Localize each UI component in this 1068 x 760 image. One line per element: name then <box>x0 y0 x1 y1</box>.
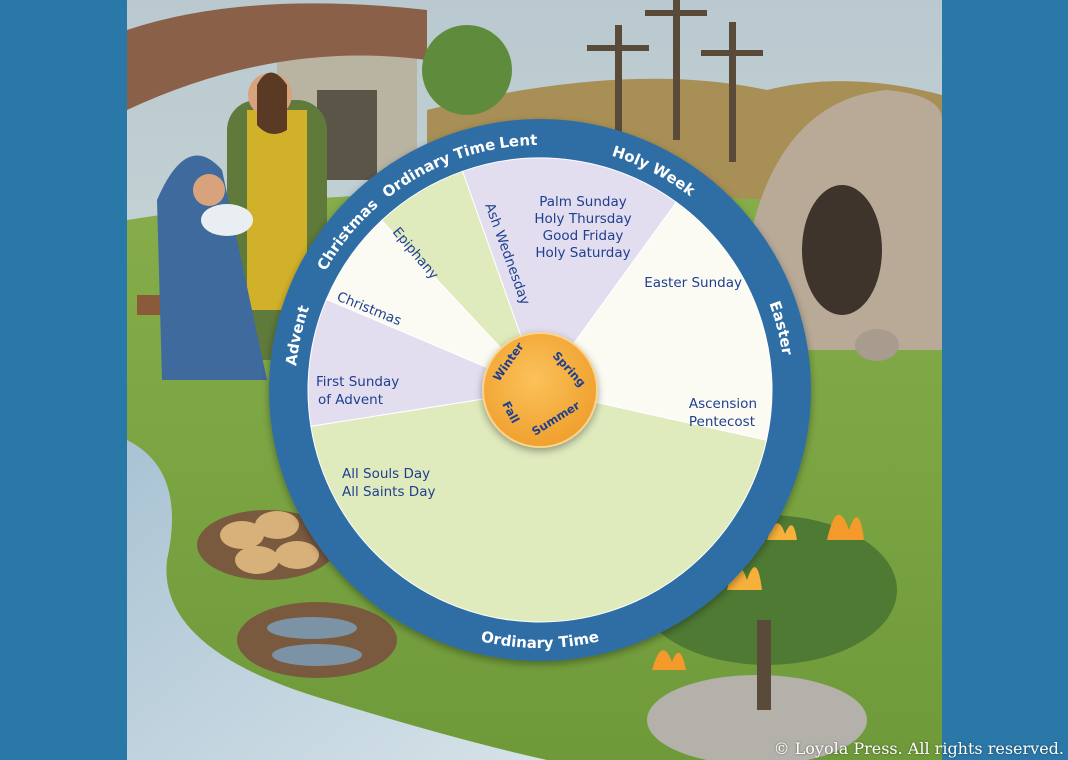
november-feast-labels: All Souls Day All Saints Day <box>342 466 435 500</box>
holy-week-labels: Palm Sunday Holy Thursday Good Friday Ho… <box>534 194 631 261</box>
label-good-friday: Good Friday <box>543 228 624 244</box>
seasons-hub <box>482 332 598 448</box>
segment-ordinary-time-summer-fall <box>310 389 768 623</box>
advent-labels: First Sunday of Advent <box>316 374 399 408</box>
river <box>127 440 547 760</box>
label-all-souls-day: All Souls Day <box>342 466 430 482</box>
segment-easter <box>539 201 773 441</box>
bread-basket <box>197 510 337 580</box>
label-of-advent: of Advent <box>318 392 383 408</box>
ring-label-lent: Lent <box>498 131 538 152</box>
tree <box>422 25 512 115</box>
segment-advent <box>307 298 542 427</box>
label-holy-saturday: Holy Saturday <box>535 245 630 261</box>
fish-basket <box>237 602 397 678</box>
segment-lent-holy-week <box>461 157 678 392</box>
label-easter-sunday: Easter Sunday <box>644 275 742 291</box>
label-first-sunday: First Sunday <box>316 374 399 390</box>
stone <box>855 329 899 361</box>
tomb-entrance <box>802 185 882 315</box>
holy-family <box>137 72 327 380</box>
easter-feast-labels: Ascension Pentecost <box>689 396 757 430</box>
segment-ordinary-time-winter <box>381 170 541 391</box>
label-ascension: Ascension <box>689 396 757 412</box>
label-all-saints-day: All Saints Day <box>342 484 435 500</box>
wheel-segments <box>307 157 773 623</box>
label-pentecost: Pentecost <box>689 414 755 430</box>
thatched-roof <box>127 3 427 111</box>
label-palm-sunday: Palm Sunday <box>539 194 627 210</box>
label-holy-thursday: Holy Thursday <box>534 211 631 227</box>
copyright-notice: © Loyola Press. All rights reserved. <box>773 739 1064 758</box>
three-crosses <box>587 0 763 162</box>
